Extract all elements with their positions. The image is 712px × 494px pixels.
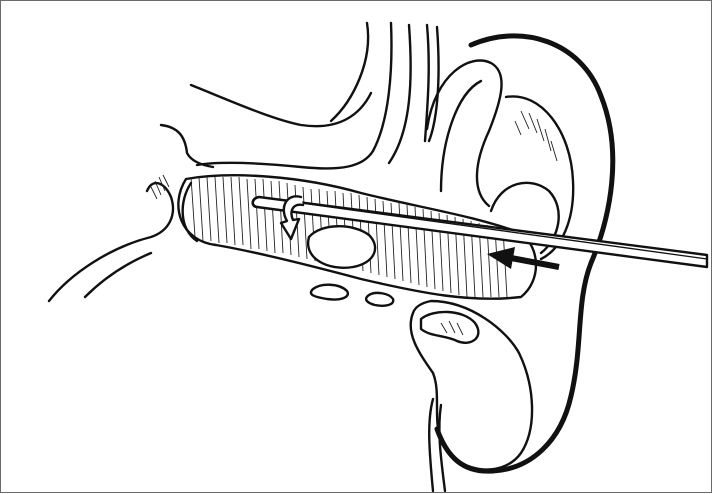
- cerumen-plug: [308, 226, 375, 268]
- helix-ridge: [441, 81, 481, 191]
- tragus: [421, 312, 478, 343]
- antitragus-hatch: [441, 321, 463, 335]
- jaw-line: [429, 399, 433, 491]
- pinna-outline: [437, 36, 613, 471]
- middle-ear-curve-2: [85, 253, 151, 297]
- middle-ear-curve: [49, 183, 173, 301]
- rotation-arrow-icon: [281, 196, 303, 239]
- bone-contour-4: [429, 27, 439, 141]
- insertion-arrow-icon: [487, 247, 559, 269]
- lower-bone-1: [311, 285, 348, 300]
- upper-skin-line: [161, 125, 213, 167]
- antihelix-hatch: [515, 111, 557, 161]
- ear-drum-hatch: [151, 175, 169, 199]
- bone-contour-1: [197, 23, 391, 168]
- lower-bone-2: [366, 293, 393, 306]
